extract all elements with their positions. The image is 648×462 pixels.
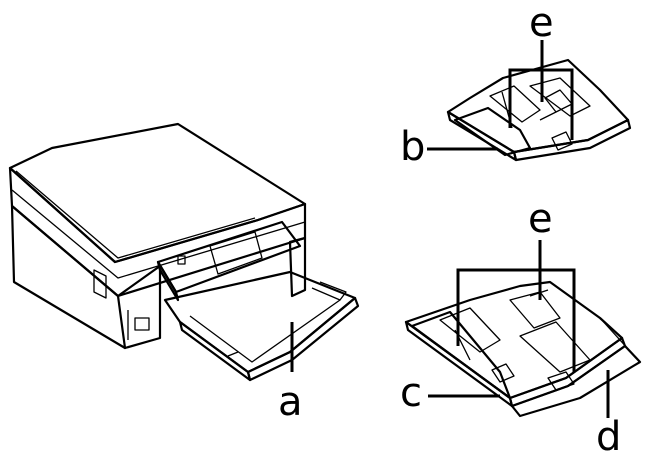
callout-leaders bbox=[290, 40, 610, 418]
callout-a: a bbox=[278, 379, 303, 425]
callout-e-top: e bbox=[529, 0, 554, 46]
printer-illustration bbox=[8, 122, 360, 382]
upper-cassette-illustration bbox=[446, 58, 632, 162]
callout-b: b bbox=[400, 124, 425, 170]
callout-c: c bbox=[400, 370, 422, 416]
callout-d: d bbox=[596, 414, 621, 460]
callout-e-bottom: e bbox=[528, 196, 553, 242]
